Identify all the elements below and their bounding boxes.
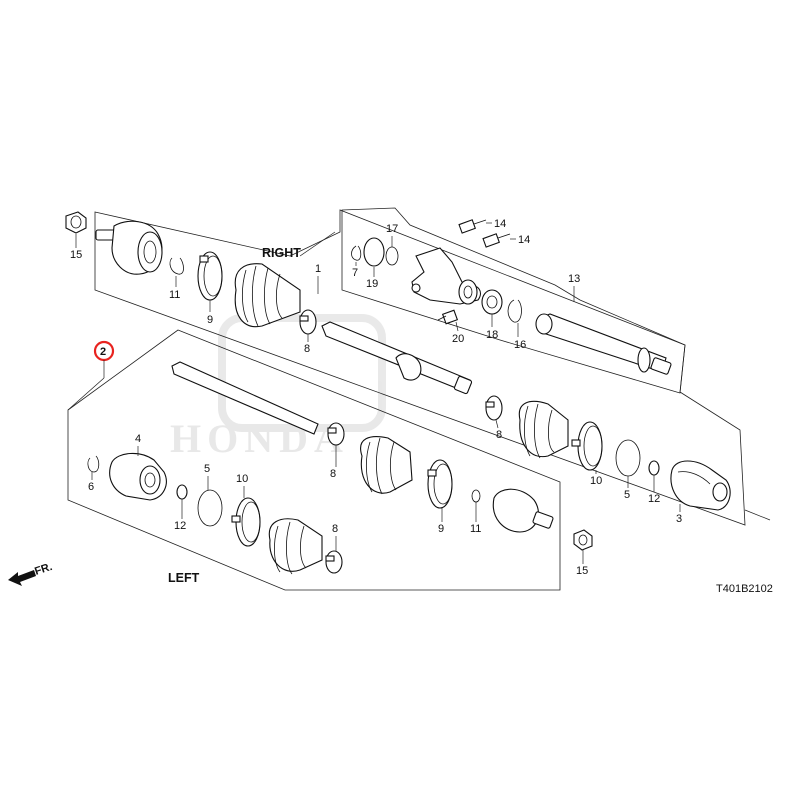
left-boot-band-9 (427, 459, 453, 509)
callout-left-10: 10 (236, 473, 248, 485)
intermediate-shaft-13 (535, 313, 672, 375)
left-boot-band-10 (231, 497, 261, 547)
callout-right-18: 18 (486, 329, 498, 341)
left-stop-ring-5 (197, 489, 223, 527)
right-inner-clamp-8 (485, 395, 503, 421)
right-boot-band-9 (197, 251, 223, 301)
left-assembly: LEFT (67, 329, 593, 591)
callout-right-20: 20 (452, 333, 464, 345)
callout-right-12: 12 (648, 493, 660, 505)
left-boot-clamp-8a (327, 422, 345, 446)
right-boot-clamp-8 (299, 309, 317, 335)
callout-left-11: 11 (470, 523, 481, 535)
flange-bolt-20 (437, 309, 459, 325)
right-snap-ring (169, 257, 184, 275)
flange-bolt-14a (458, 219, 487, 234)
callout-right-1: 1 (315, 263, 321, 275)
left-inner-boot (268, 518, 323, 575)
callout-left-4: 4 (135, 433, 141, 445)
callout-right-19: 19 (366, 278, 378, 290)
right-inner-boot (518, 400, 569, 459)
left-inboard-joint-4 (109, 452, 167, 501)
left-clip-12 (176, 484, 188, 500)
highlight-label: 2 (100, 346, 106, 358)
callout-left-15: 15 (576, 565, 588, 577)
right-shaft (321, 321, 473, 395)
section-label-right: RIGHT (262, 246, 301, 260)
left-outer-cv-joint (492, 488, 554, 533)
section-label-left: LEFT (168, 571, 200, 585)
callout-right-9: 9 (207, 314, 213, 326)
callout-right-16: 16 (514, 339, 526, 351)
callout-left-9: 9 (438, 523, 444, 535)
callout-right-3: 3 (676, 513, 682, 525)
direction-label: FR. (33, 561, 54, 578)
callout-labels: 15 11 9 1 8 7 19 17 14 14 13 18 16 20 8 … (70, 218, 682, 577)
callout-left-8b: 8 (332, 523, 338, 535)
watermark-text: HONDA (170, 416, 349, 461)
callout-left-8a: 8 (330, 468, 336, 480)
callout-right-14b: 14 (518, 234, 530, 246)
right-clip-12 (648, 460, 660, 476)
right-stop-ring-5 (615, 439, 641, 477)
right-outer-cv-joint (95, 220, 163, 275)
right-assembly: RIGHT (65, 207, 771, 526)
callout-right-11: 11 (169, 289, 180, 301)
callout-left-12: 12 (174, 520, 186, 532)
callout-left-6: 6 (88, 481, 94, 493)
flange-bolt-14b (482, 233, 511, 248)
right-inboard-joint-3 (670, 460, 731, 511)
callout-right-17: 17 (386, 223, 398, 235)
right-outer-boot (234, 263, 301, 328)
left-shaft (171, 361, 319, 435)
front-direction-arrow: FR. (8, 561, 54, 586)
drawing-code: T401B2102 (716, 583, 773, 595)
circlip-16 (507, 299, 522, 323)
bearing-18 (481, 289, 503, 315)
circlip-7 (351, 245, 362, 261)
callout-left-5: 5 (204, 463, 210, 475)
callout-right-8: 8 (304, 343, 310, 355)
callout-right-13: 13 (568, 273, 580, 285)
left-hub-nut (573, 529, 593, 551)
circlip-17 (385, 246, 399, 266)
left-circlip-6 (87, 455, 100, 473)
left-outer-boot (360, 436, 413, 495)
oil-seal-19 (363, 237, 385, 267)
left-snap-ring-11 (471, 489, 481, 503)
callout-right-14a: 14 (494, 218, 506, 230)
right-hub-nut (65, 211, 87, 234)
callout-right-15: 15 (70, 249, 82, 261)
callout-right-7: 7 (352, 267, 358, 279)
right-boot-band-10 (571, 421, 603, 471)
bearing-support (411, 247, 481, 305)
callout-right-5: 5 (624, 489, 630, 501)
highlight-callout-2: 2 (67, 340, 115, 411)
callout-right-10: 10 (590, 475, 602, 487)
left-boot-clamp-8b (325, 550, 343, 574)
bearing-support-outline (341, 207, 686, 394)
callout-right-8b: 8 (496, 429, 502, 441)
